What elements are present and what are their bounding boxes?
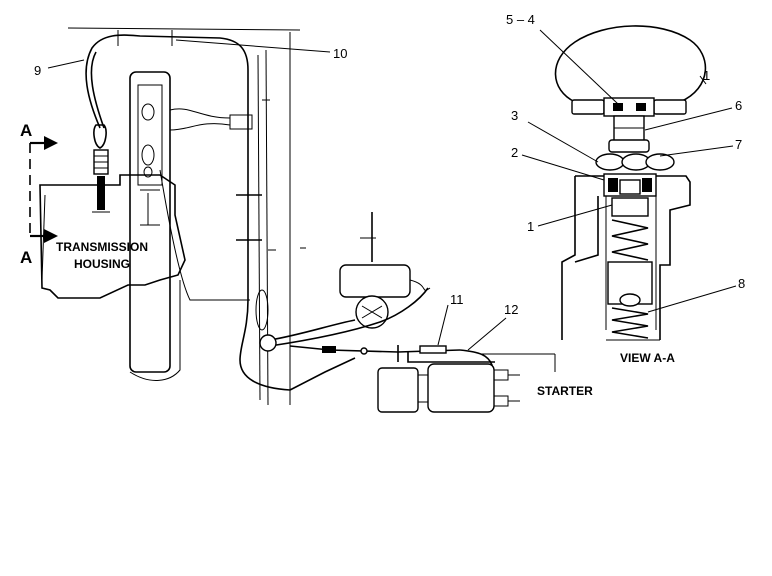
callout-7: 7 bbox=[735, 137, 742, 152]
callout-12: 12 bbox=[504, 302, 518, 317]
starter-wiring bbox=[289, 345, 556, 378]
callout-6: 6 bbox=[735, 98, 742, 113]
callout-1-lower: 1 bbox=[527, 219, 534, 234]
transmission-housing bbox=[39, 71, 250, 381]
transmission-housing-label-line2: HOUSING bbox=[74, 257, 130, 271]
callout-3: 3 bbox=[511, 108, 518, 123]
view-a-a-detail bbox=[554, 25, 707, 341]
switch-sensor bbox=[92, 124, 110, 213]
callout-10: 10 bbox=[333, 46, 347, 61]
section-marker-top: A bbox=[20, 121, 32, 140]
starter-label: STARTER bbox=[537, 384, 593, 398]
callout-1-top: 1 bbox=[703, 68, 710, 83]
starter-motor bbox=[377, 363, 520, 413]
section-marker: A A bbox=[20, 121, 58, 267]
wire-loop bbox=[85, 30, 356, 391]
transmission-housing-label-line1: TRANSMISSION bbox=[56, 240, 148, 254]
callout-2: 2 bbox=[511, 145, 518, 160]
view-a-a-label: VIEW A-A bbox=[620, 351, 675, 365]
callout-5-4: 5 – 4 bbox=[506, 12, 535, 27]
solenoid-assembly bbox=[259, 212, 431, 352]
callout-leaders-right bbox=[521, 29, 737, 313]
callout-8: 8 bbox=[738, 276, 745, 291]
callout-11: 11 bbox=[450, 292, 464, 307]
wire-clips bbox=[169, 99, 306, 331]
callout-leaders-left bbox=[47, 39, 507, 351]
section-marker-bottom: A bbox=[20, 248, 32, 267]
callout-9: 9 bbox=[34, 63, 41, 78]
